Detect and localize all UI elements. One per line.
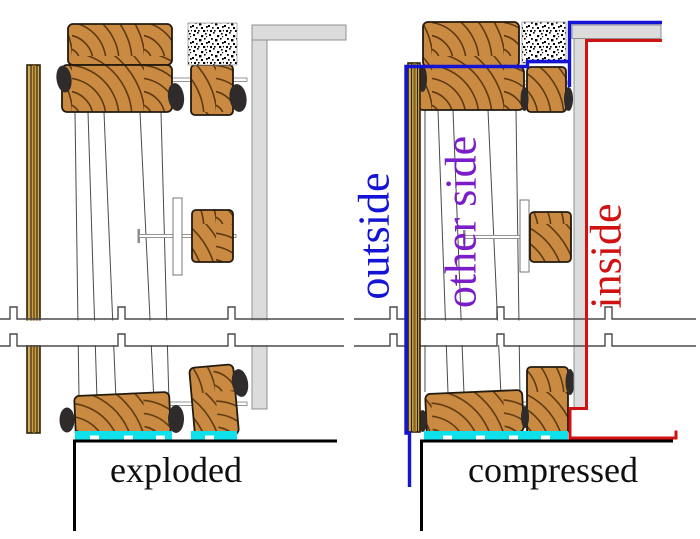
break-lines: [354, 306, 696, 347]
wood-block: [422, 21, 520, 68]
wood-block: [529, 211, 572, 263]
break-lines: [0, 306, 344, 347]
wood-block: [424, 389, 525, 437]
wood-block: [67, 23, 173, 66]
sash-leaf-lines: [74, 111, 170, 404]
packer-strip: [172, 197, 183, 276]
compressed-caption: compressed: [468, 450, 638, 490]
wood-block: [188, 363, 240, 439]
sill-line: [73, 439, 337, 531]
seal-strips: [75, 431, 237, 441]
outside-label: outside: [350, 172, 399, 299]
wall-section: [251, 24, 347, 410]
inside-line: [568, 39, 678, 440]
gaskets: [56, 65, 249, 433]
wood-block: [191, 209, 234, 263]
wood-block: [526, 366, 569, 435]
wall-section: [571, 24, 662, 39]
break-gap: [352, 320, 696, 345]
wood-frame-blocks: [417, 21, 572, 437]
packer-strip: [519, 199, 530, 273]
exploded-panel: exploded: [0, 22, 350, 531]
break-gap: [0, 320, 350, 345]
membrane-strip: [26, 64, 41, 434]
inside-label: inside: [582, 203, 631, 308]
seal-strips: [424, 431, 568, 441]
compressed-panel: compressed outside other side inside: [350, 20, 696, 531]
sill-line: [420, 439, 673, 531]
outside-line: [404, 20, 662, 487]
wood-block: [417, 66, 525, 111]
membrane-strip: [407, 62, 421, 433]
wood-block: [526, 66, 567, 113]
other-side-label: other side: [437, 136, 486, 308]
insulation-block: [521, 21, 567, 64]
wood-frame-blocks: [61, 23, 240, 439]
insulation-block: [187, 22, 238, 66]
wood-block: [61, 64, 173, 113]
wood-block: [190, 64, 234, 116]
exploded-caption: exploded: [110, 450, 242, 490]
